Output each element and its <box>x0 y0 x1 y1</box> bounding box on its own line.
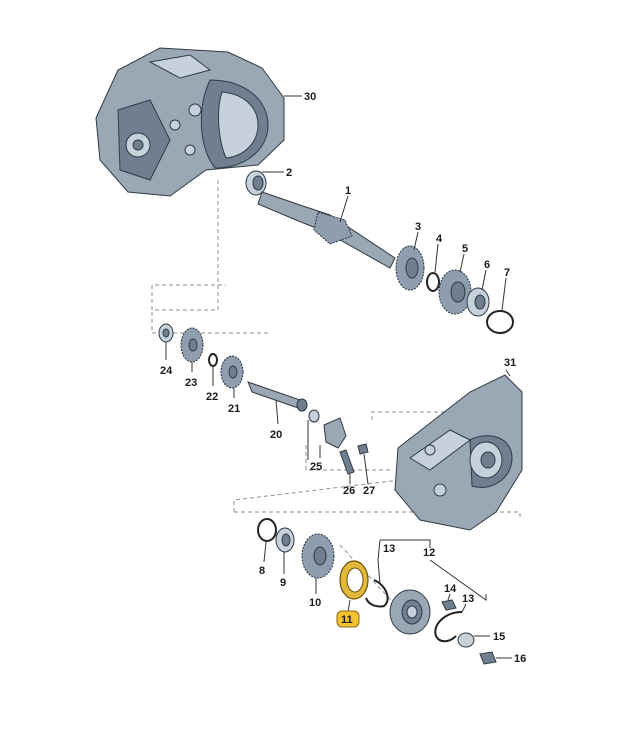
washer-part-15 <box>457 632 475 648</box>
label-part-14: 14 <box>444 583 457 595</box>
label-part-2: 2 <box>286 167 292 179</box>
bracket-part-25 <box>323 417 347 449</box>
label-part-26: 26 <box>343 485 355 497</box>
label-part-15: 15 <box>493 631 505 643</box>
rear-housing-31 <box>394 374 523 531</box>
label-part-3: 3 <box>415 221 421 233</box>
label-part-10: 10 <box>309 597 321 609</box>
label-part-1: 1 <box>345 185 351 197</box>
label-part-12: 12 <box>423 547 435 559</box>
bolt-part-27 <box>357 443 369 455</box>
label-part-25: 25 <box>310 461 322 473</box>
label-part-8: 8 <box>259 565 265 577</box>
label-part-5: 5 <box>462 243 468 255</box>
synchro-assembly <box>257 518 497 665</box>
output-shaft-parts <box>158 323 369 475</box>
ring-part-22 <box>208 353 218 367</box>
bolt-part-16 <box>479 651 497 665</box>
label-part-11: 11 <box>341 614 353 626</box>
shaft-gear-teeth <box>313 211 353 245</box>
label-part-16: 16 <box>514 653 526 665</box>
label-part-9: 9 <box>280 577 286 589</box>
ring-part-8 <box>257 518 277 542</box>
ring-part-4 <box>426 272 440 292</box>
input-shaft-assembly <box>245 170 514 334</box>
circlip-part-7 <box>486 310 514 334</box>
highlight-badge-part-11 <box>336 610 360 628</box>
label-part-24: 24 <box>160 365 173 377</box>
label-part-13-upper: 13 <box>383 543 395 555</box>
key-part-14 <box>441 599 457 611</box>
label-part-31: 31 <box>504 357 516 369</box>
label-part-30: 30 <box>304 91 316 103</box>
label-part-20: 20 <box>270 429 282 441</box>
label-part-7: 7 <box>504 267 510 279</box>
circlip-part-13-upper <box>365 579 389 608</box>
assembly-guide-lines <box>151 180 521 611</box>
transmission-housing-30 <box>95 47 285 197</box>
label-part-4: 4 <box>436 233 443 245</box>
label-part-23: 23 <box>185 377 197 389</box>
bolt-part-26 <box>339 449 355 475</box>
label-part-6: 6 <box>484 259 490 271</box>
label-part-21: 21 <box>228 403 240 415</box>
circlip-part-13-lower <box>434 611 463 643</box>
part-labels: 30 2 1 3 4 5 6 7 24 23 22 21 20 25 26 27… <box>160 91 526 665</box>
label-part-22: 22 <box>206 391 218 403</box>
leader-lines <box>165 95 512 659</box>
label-part-27: 27 <box>363 485 375 497</box>
label-part-13-lower: 13 <box>462 593 474 605</box>
